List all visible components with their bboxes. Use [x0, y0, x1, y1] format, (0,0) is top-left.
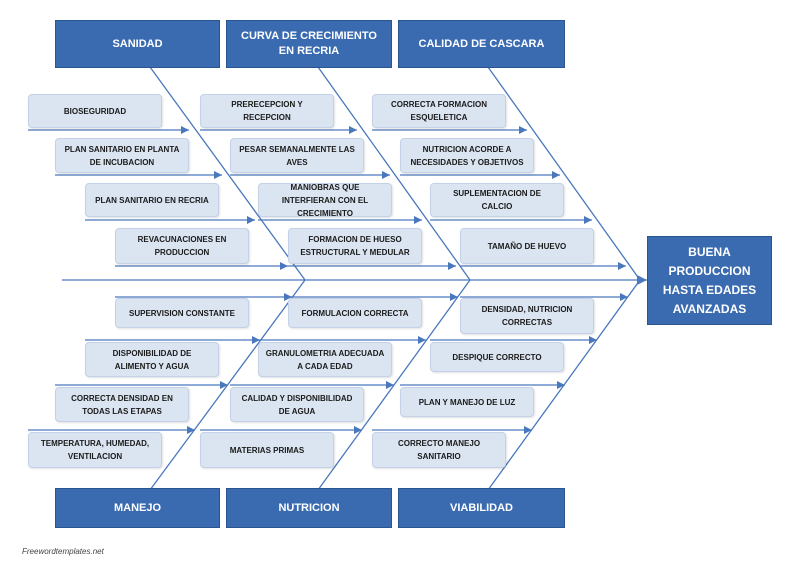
- cause-box: BIOSEGURIDAD: [28, 94, 162, 128]
- cause-box: DENSIDAD, NUTRICION CORRECTAS: [460, 298, 594, 334]
- cause-box: NUTRICION ACORDE A NECESIDADES Y OBJETIV…: [400, 138, 534, 173]
- spine-arrowhead: [637, 275, 647, 285]
- cause-box: CORRECTA FORMACION ESQUELETICA: [372, 94, 506, 128]
- cause-box: FORMACION DE HUESO ESTRUCTURAL Y MEDULAR: [288, 228, 422, 264]
- cause-box: FORMULACION CORRECTA: [288, 298, 422, 328]
- cause-box: DESPIQUE CORRECTO: [430, 342, 564, 372]
- bone-calidad: [487, 66, 641, 281]
- cause-box: DISPONIBILIDAD DE ALIMENTO Y AGUA: [85, 342, 219, 377]
- cause-box: PRERECEPCION Y RECEPCION: [200, 94, 334, 128]
- footer-credit: Freewordtemplates.net: [22, 547, 104, 556]
- category-nutricion: NUTRICION: [226, 488, 392, 528]
- category-calidad-cascara: CALIDAD DE CASCARA: [398, 20, 565, 68]
- cause-box: PLAN SANITARIO EN PLANTA DE INCUBACION: [55, 138, 189, 173]
- bone-curva: [317, 66, 471, 281]
- cause-box: REVACUNACIONES EN PRODUCCION: [115, 228, 249, 264]
- category-curva-crecimiento: CURVA DE CRECIMIENTO EN RECRIA: [226, 20, 392, 68]
- cause-box: PESAR SEMANALMENTE LAS AVES: [230, 138, 364, 173]
- cause-box: PLAN SANITARIO EN RECRIA: [85, 183, 219, 217]
- cause-box: CORRECTA DENSIDAD EN TODAS LAS ETAPAS: [55, 387, 189, 422]
- cause-box: MATERIAS PRIMAS: [200, 432, 334, 468]
- cause-box: TAMAÑO DE HUEVO: [460, 228, 594, 264]
- cause-box: SUPLEMENTACION DE CALCIO: [430, 183, 564, 217]
- cause-box: PLAN Y MANEJO DE LUZ: [400, 387, 534, 417]
- bone-sanidad: [149, 66, 306, 281]
- cause-box: MANIOBRAS QUE INTERFIERAN CON EL CRECIMI…: [258, 183, 392, 218]
- category-viabilidad: VIABILIDAD: [398, 488, 565, 528]
- cause-box: CALIDAD Y DISPONIBILIDAD DE AGUA: [230, 387, 364, 422]
- category-manejo: MANEJO: [55, 488, 220, 528]
- cause-box: SUPERVISION CONSTANTE: [115, 298, 249, 328]
- cause-box: GRANULOMETRIA ADECUADA A CADA EDAD: [258, 342, 392, 377]
- cause-box: CORRECTO MANEJO SANITARIO: [372, 432, 506, 468]
- cause-box: TEMPERATURA, HUMEDAD, VENTILACION: [28, 432, 162, 468]
- effect-box: BUENA PRODUCCION HASTA EDADES AVANZADAS: [647, 236, 772, 325]
- category-sanidad: SANIDAD: [55, 20, 220, 68]
